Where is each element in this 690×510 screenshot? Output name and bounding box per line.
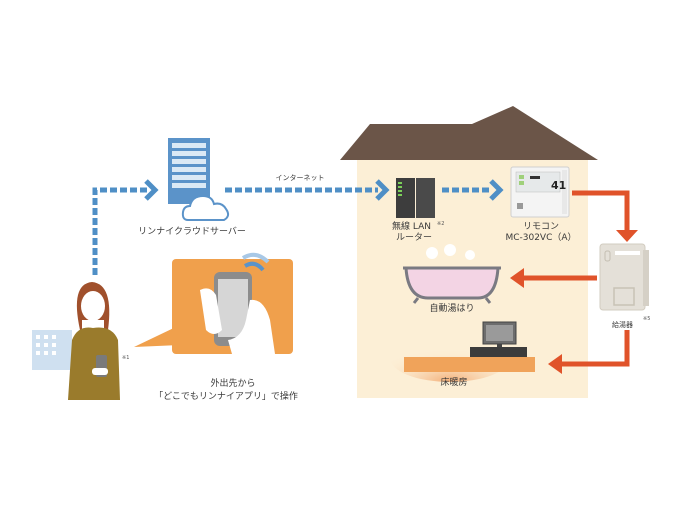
router-note: ※2 <box>437 221 445 227</box>
heat-lines <box>522 190 630 367</box>
floor-heating-label: 床暖房 <box>440 378 468 388</box>
water-heater-label: 給湯器 <box>612 321 633 329</box>
arrow-to-floor-icon <box>548 354 562 374</box>
app-speech-bubble <box>134 252 293 354</box>
remote-to-heater-line <box>572 190 630 232</box>
server-cloud-icon <box>168 138 230 221</box>
arrow-to-bath-icon <box>510 268 524 288</box>
router-label-line1: 無線 LAN <box>392 222 431 232</box>
user-note: ※1 <box>122 355 130 361</box>
wifi-signal-icon <box>241 252 270 264</box>
arrow-to-cloud-icon <box>144 179 159 201</box>
router-label-line2: ルーター <box>396 233 433 243</box>
bath-label: 自動湯はり <box>429 304 475 314</box>
app-caption-line1: 外出先から <box>210 379 256 389</box>
user-to-cloud-line <box>92 187 148 275</box>
app-caption-line2: 「どこでもリンナイアプリ」で操作 <box>154 392 298 402</box>
person-icon <box>32 282 120 400</box>
heater-to-floor-line <box>560 330 630 367</box>
remote-label-line1: リモコン <box>522 222 560 232</box>
arrow-to-heater-icon <box>616 230 638 242</box>
remote-display-value: 41 <box>551 179 566 192</box>
remote-controller-icon <box>510 166 570 218</box>
router-icon <box>396 178 435 218</box>
water-heater-note: ※5 <box>643 316 651 322</box>
cloud-server-label: リンナイクラウドサーバー <box>138 227 246 237</box>
arrow-to-remote-icon <box>489 179 504 201</box>
internet-label: インターネット <box>275 174 325 182</box>
floor-heating-icon <box>390 321 535 382</box>
arrow-to-router-icon <box>375 179 390 201</box>
remote-label-line2: MC-302VC（A） <box>505 233 577 243</box>
water-heater-icon <box>599 243 649 311</box>
network-lines <box>92 187 492 275</box>
bathtub-icon <box>403 244 501 304</box>
house-roof <box>340 106 598 160</box>
